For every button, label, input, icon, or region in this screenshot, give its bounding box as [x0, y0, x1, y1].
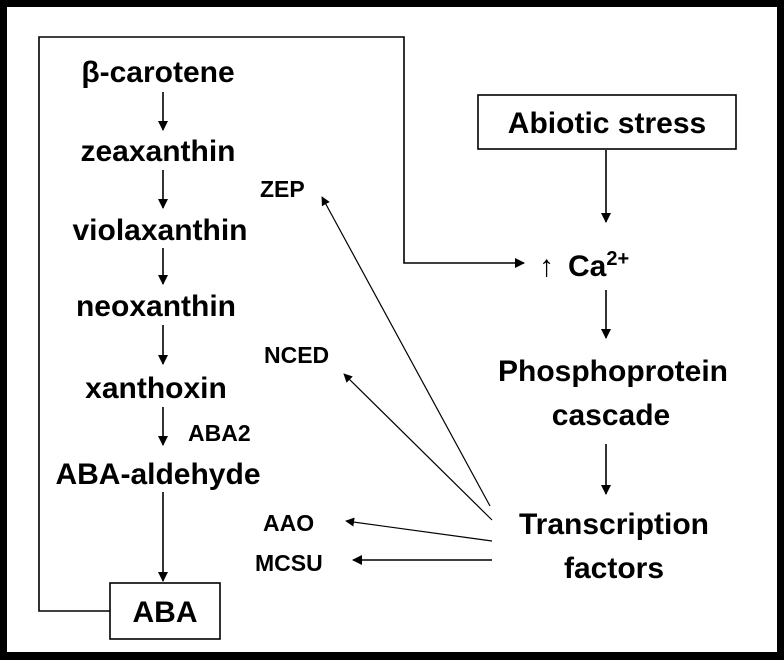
label-calcium: Ca2+: [568, 248, 629, 283]
label-factors: factors: [564, 552, 664, 585]
label-transcription: Transcription: [519, 508, 709, 541]
aba-box: [109, 582, 221, 640]
label-xanthoxin: xanthoxin: [85, 372, 227, 405]
label-calcium-symbol: Ca: [568, 250, 607, 283]
label-nced: NCED: [264, 342, 329, 368]
label-zeaxanthin: zeaxanthin: [80, 135, 235, 168]
label-cascade: cascade: [552, 399, 670, 432]
label-aba2: ABA2: [188, 420, 251, 446]
label-beta-carotene: β-carotene: [81, 56, 234, 89]
label-abiotic-stress: Abiotic stress: [508, 107, 706, 140]
label-phosphoprotein: Phosphoprotein: [498, 355, 728, 388]
abiotic-stress-box: [477, 94, 737, 150]
label-calcium-charge: 2+: [606, 248, 629, 270]
label-mcsu: MCSU: [255, 550, 323, 576]
calcium-up-arrow: ↑: [539, 250, 554, 283]
arrow-tf-zep: [321, 196, 491, 507]
label-violaxanthin: violaxanthin: [72, 214, 247, 247]
label-aao: AAO: [263, 510, 314, 536]
label-zep: ZEP: [260, 176, 305, 202]
label-aba: ABA: [133, 596, 198, 629]
label-neoxanthin: neoxanthin: [76, 290, 236, 323]
arrow-tf-aao: [345, 517, 493, 542]
label-aba-aldehyde: ABA-aldehyde: [55, 458, 260, 491]
arrow-tf-nced: [343, 373, 493, 521]
feedback-loop-line: [38, 36, 525, 612]
